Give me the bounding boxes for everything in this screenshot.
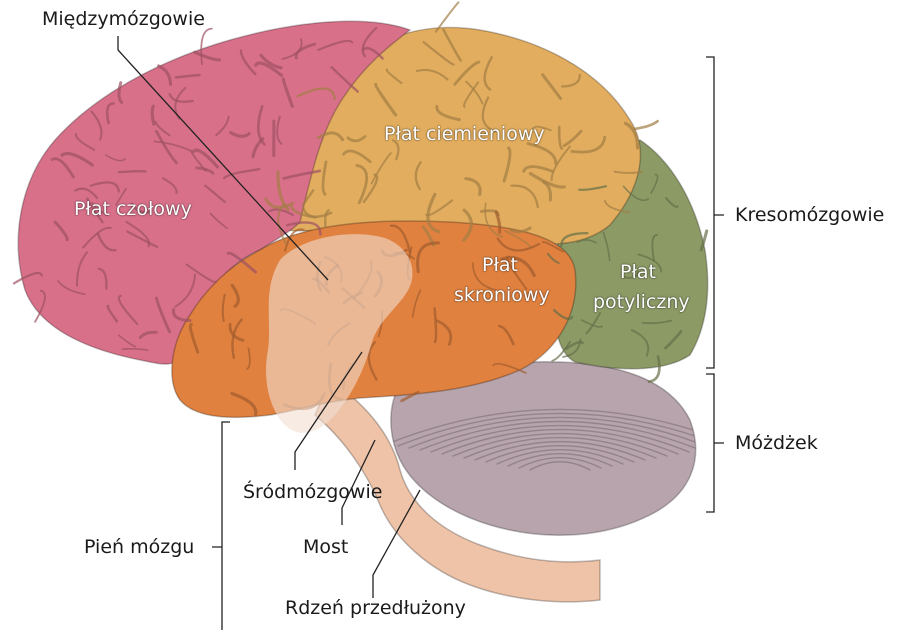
bracket-brainstem (212, 422, 230, 630)
sulcus-line (435, 308, 436, 342)
sulcus-line (152, 106, 154, 124)
label-telencephalon: Kresomózgowie (735, 206, 884, 225)
label-cerebellum: Móżdżek (735, 434, 818, 453)
bracket-cerebellum (706, 374, 724, 512)
label-brainstem: Pień mózgu (84, 538, 194, 557)
label-occipital-lobe-line1: Płat (608, 263, 668, 282)
label-midbrain: Śródmózgowie (243, 483, 382, 502)
label-occipital-lobe-line2: potyliczny (593, 293, 687, 312)
label-pons: Most (303, 538, 348, 557)
label-parietal-lobe: Płat ciemieniowy (384, 125, 545, 144)
label-temporal-lobe-line1: Płat (470, 256, 530, 275)
sulcus-line (119, 171, 146, 172)
label-diencephalon: Międzymózgowie (42, 10, 205, 29)
label-temporal-lobe-line2: skroniowy (454, 286, 546, 305)
label-medulla: Rdzeń przedłużony (285, 599, 466, 618)
bracket-telencephalon (706, 57, 724, 368)
label-frontal-lobe: Płat czołowy (74, 200, 192, 219)
sulcus-line (635, 121, 658, 129)
